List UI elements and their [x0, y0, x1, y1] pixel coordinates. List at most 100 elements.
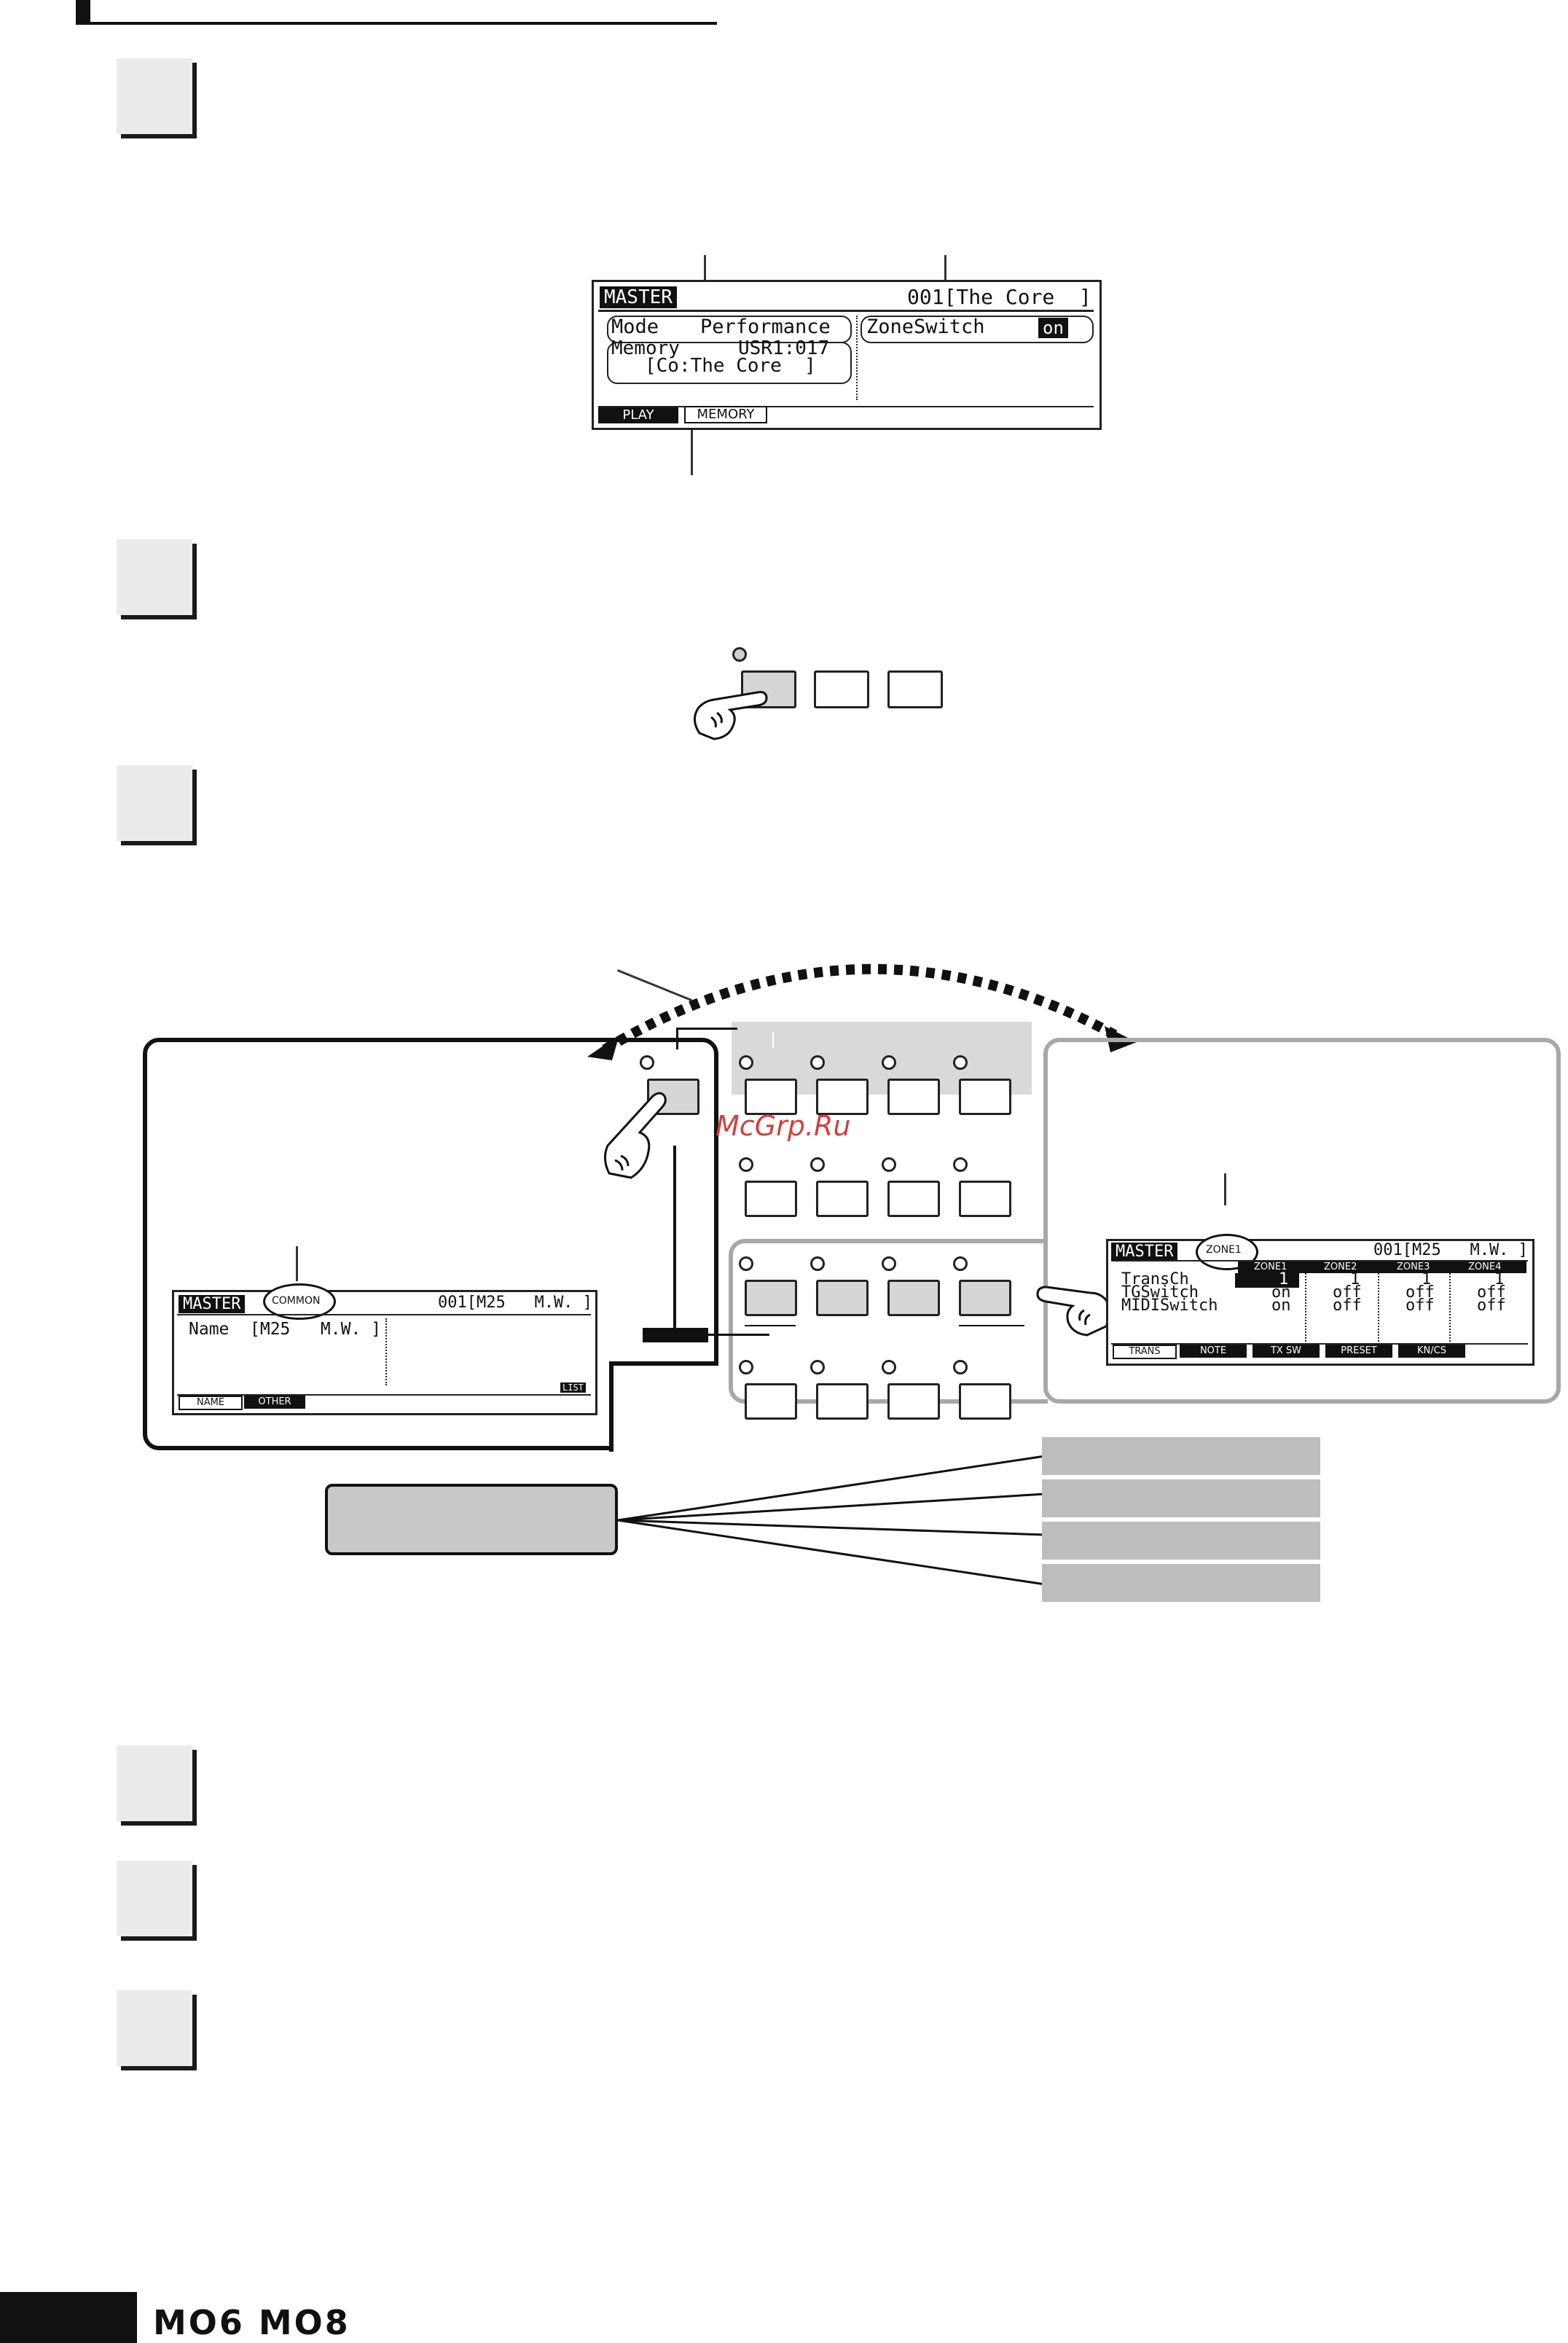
zone-underline-1 — [745, 1325, 796, 1326]
row4-button-3[interactable] — [887, 1383, 940, 1420]
row4-led-2 — [810, 1360, 825, 1374]
zone-badge: ZONE1 — [1206, 1244, 1242, 1256]
header-rule — [76, 22, 717, 25]
zone-col-4: ZONE4 — [1468, 1262, 1502, 1272]
memory-field — [607, 342, 852, 384]
callout-line-zone — [1224, 1173, 1226, 1205]
zone-col-divider-2 — [1378, 1273, 1379, 1347]
zone-header-right: 001[M25 M.W. ] — [1373, 1241, 1528, 1259]
zone-row-label-transch: TransCh — [1121, 1270, 1189, 1288]
mode-label: Mode — [611, 316, 659, 338]
zone-cell-cursor — [1235, 1273, 1299, 1288]
common-header-right: 001[M25 M.W. ] — [438, 1294, 592, 1312]
zone-cell-0-3: 1 — [1494, 1270, 1505, 1288]
common-tab-line — [177, 1394, 591, 1396]
pointing-hand-left-icon — [1036, 1286, 1111, 1337]
step2-button-3[interactable] — [887, 670, 943, 708]
zone-underline-4 — [959, 1325, 1024, 1326]
legend-bar-4 — [1042, 1564, 1320, 1602]
zone-cell-1-1: off — [1333, 1283, 1362, 1302]
row2-led-3 — [882, 1157, 896, 1172]
zoneswitch-label: ZoneSwitch — [866, 316, 985, 338]
zone-col-2: ZONE2 — [1324, 1262, 1357, 1272]
memory-value: USR1:017 — [738, 337, 830, 359]
zone-col-3: ZONE3 — [1397, 1262, 1430, 1272]
common-led — [640, 1055, 654, 1070]
header-block — [76, 0, 90, 25]
row2-button-2[interactable] — [816, 1181, 869, 1217]
legend-bar-2 — [1042, 1479, 1320, 1517]
left-group-notch-edge — [609, 1361, 614, 1452]
step2-button-2[interactable] — [814, 670, 869, 708]
lcd-master-play: MASTER 001[The Core ] Mode Performance M… — [592, 280, 1102, 430]
tab-play: PLAY — [598, 407, 678, 423]
zone-col-divider-3 — [1449, 1273, 1451, 1347]
step-box-3 — [117, 765, 192, 841]
row2-button-1[interactable] — [745, 1181, 797, 1217]
row1-button-4[interactable] — [959, 1079, 1011, 1115]
row3-led-1 — [739, 1256, 753, 1271]
lcd-header-right: 001[The Core ] — [907, 285, 1091, 309]
zone-tab-preset: PRESET — [1325, 1345, 1392, 1358]
zoneswitch-field — [861, 316, 1094, 343]
common-lcd-divider — [177, 1314, 591, 1315]
common-lcd-title: MASTER — [179, 1295, 246, 1313]
zone-row-label-tgswitch: TGSwitch — [1121, 1283, 1199, 1302]
zone-button-1[interactable] — [745, 1280, 797, 1316]
row3-led-4 — [953, 1256, 968, 1271]
row4-led-3 — [882, 1360, 896, 1374]
row1-button-1[interactable] — [745, 1079, 797, 1115]
zone-button-3[interactable] — [887, 1280, 940, 1316]
legend-source-box — [325, 1484, 618, 1555]
zone-lcd-divider — [1111, 1260, 1528, 1262]
row1-led-3 — [882, 1055, 896, 1070]
legend-bar-1 — [1042, 1437, 1320, 1475]
zone-col-divider-1 — [1305, 1273, 1306, 1347]
fan-out-lines — [617, 1455, 1046, 1586]
zone-button-2[interactable] — [816, 1280, 869, 1316]
row2-button-3[interactable] — [887, 1181, 940, 1217]
common-dotted-divider — [385, 1318, 387, 1385]
common-list-label: LIST — [560, 1382, 586, 1393]
zone-cell-1-0: on — [1271, 1283, 1291, 1302]
lcd-divider — [598, 310, 1094, 312]
callout-line-memory — [691, 429, 693, 475]
zone-col-1: ZONE1 — [1254, 1262, 1287, 1272]
row1-button-3[interactable] — [887, 1079, 940, 1115]
row4-led-1 — [739, 1360, 753, 1374]
lcd-title: MASTER — [600, 286, 677, 308]
row4-button-2[interactable] — [816, 1383, 869, 1420]
lcd-tab-line — [598, 406, 1094, 407]
common-tab-other: OTHER — [244, 1396, 305, 1409]
row1-button-2[interactable] — [816, 1079, 869, 1115]
row3-led-3 — [882, 1256, 896, 1271]
step-box-5 — [117, 1861, 192, 1936]
right-group-box — [1043, 1038, 1561, 1404]
footer-logo: MO6 MO8 — [153, 2303, 350, 2342]
track-row-tick — [772, 1032, 774, 1048]
row2-button-4[interactable] — [959, 1181, 1011, 1217]
zone-cell-0-0: 1 — [1279, 1270, 1289, 1288]
lcd-master-common: MASTER COMMON 001[M25 M.W. ] Name [M25 M… — [172, 1283, 597, 1415]
zone-tab-line — [1111, 1343, 1528, 1345]
step-box-1 — [117, 58, 192, 134]
track-row-bracket-leg — [676, 1028, 678, 1049]
row4-button-4[interactable] — [959, 1383, 1011, 1420]
row2-led-4 — [953, 1157, 968, 1172]
pointing-hand-up-icon — [604, 1092, 667, 1179]
zoneswitch-value: on — [1038, 318, 1068, 338]
zone-tab-txsw: TX SW — [1253, 1345, 1320, 1358]
zone-cell-2-3: off — [1477, 1296, 1506, 1315]
zone-row-label-midiswitch: MIDISwitch — [1121, 1296, 1218, 1315]
zone-lcd-title: MASTER — [1111, 1243, 1178, 1261]
common-indicator-bar — [643, 1328, 708, 1342]
common-badge-circle — [263, 1283, 336, 1320]
zone-button-4[interactable] — [959, 1280, 1011, 1316]
row2-led-1 — [739, 1157, 753, 1172]
common-indicator-line — [708, 1334, 769, 1336]
zone-cell-0-1: 1 — [1350, 1270, 1360, 1288]
memory-name: [Co:The Core ] — [645, 355, 816, 377]
row2-led-2 — [810, 1157, 825, 1172]
row1-led-4 — [953, 1055, 968, 1070]
row4-button-1[interactable] — [745, 1383, 797, 1420]
